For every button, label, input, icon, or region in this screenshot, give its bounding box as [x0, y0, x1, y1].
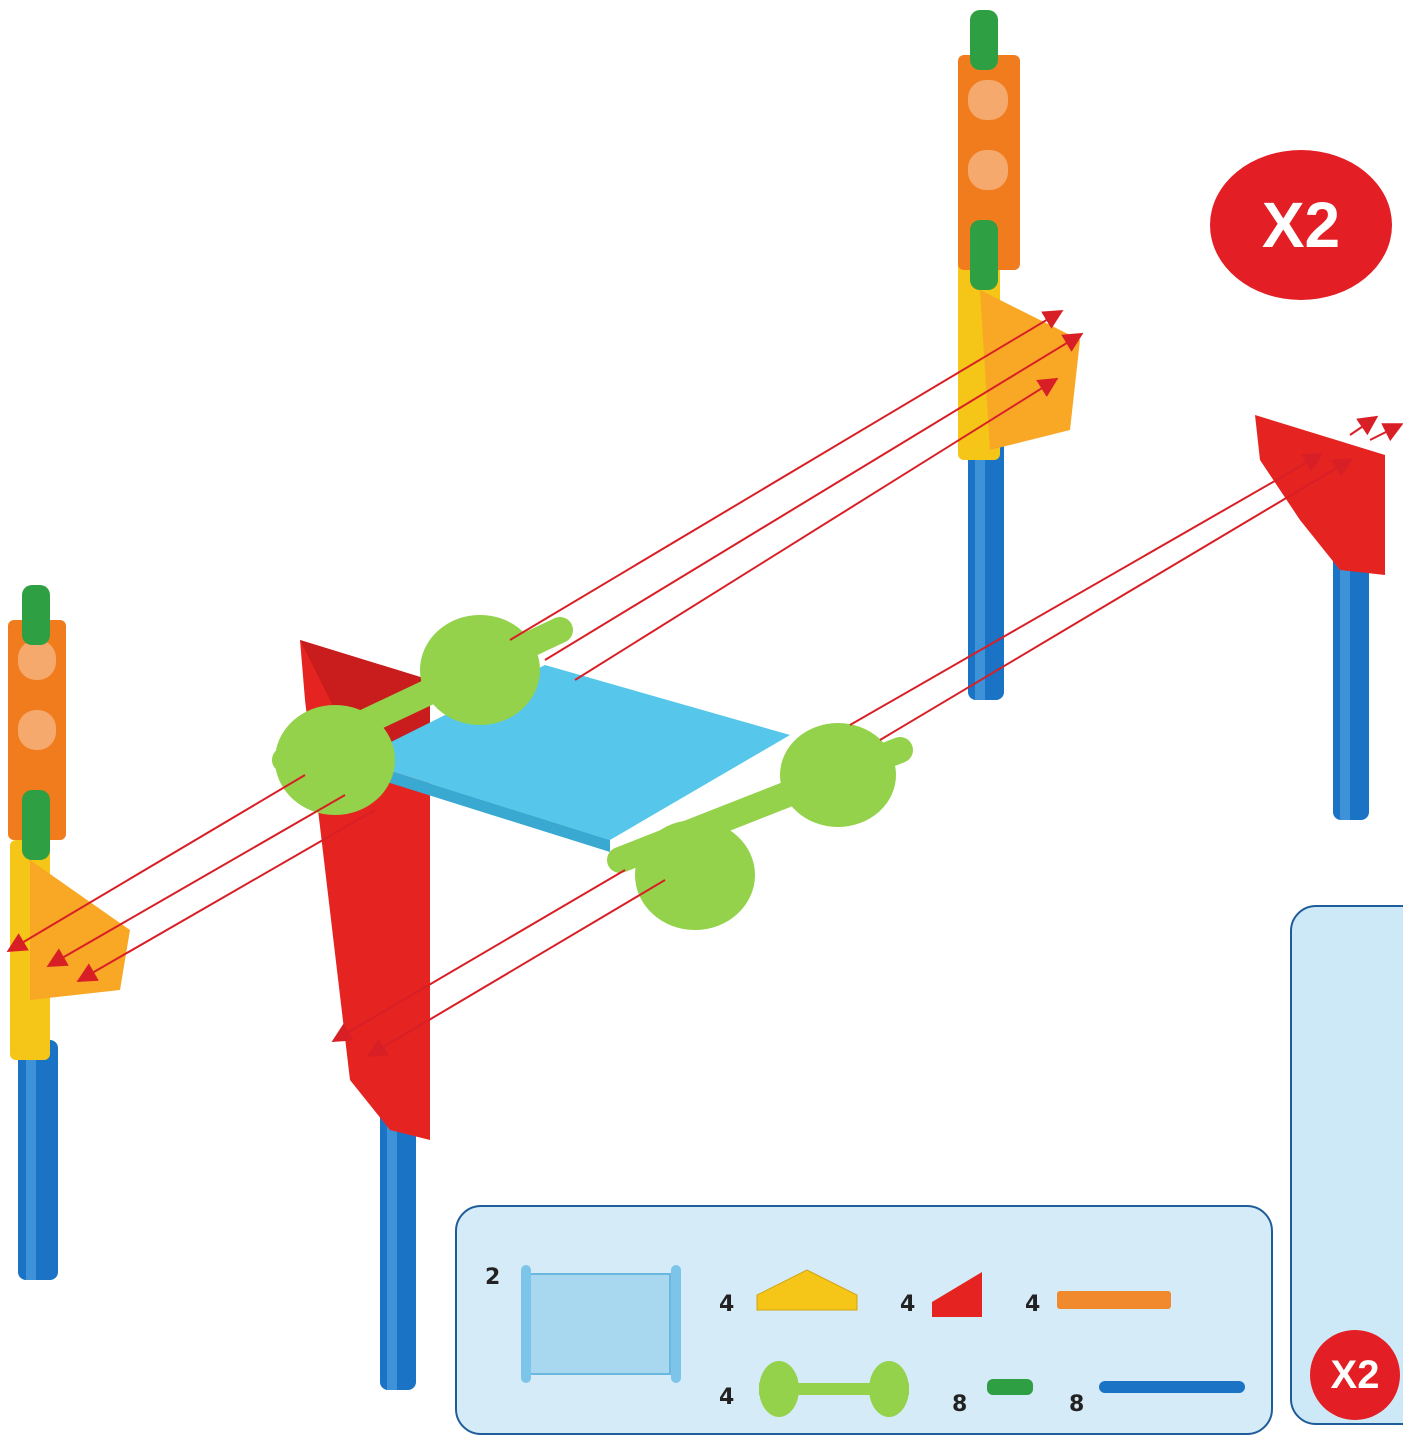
multiplier-badge: X2 [1210, 150, 1392, 300]
parts-qty-green-connector: 8 [952, 1392, 967, 1417]
parts-list-panel: 2 4 4 4 4 8 8 [455, 1205, 1273, 1435]
side-panel-multiplier-badge: X2 [1310, 1330, 1400, 1420]
green-connector-part-icon [985, 1375, 1035, 1399]
right-tower [958, 10, 1080, 700]
green-axle-part-icon [749, 1355, 919, 1425]
yellow-hub-part-icon [752, 1265, 862, 1315]
parts-qty-light-blue-panel: 2 [485, 1265, 500, 1290]
red-corner-leg-right [1255, 415, 1385, 820]
blue-rod-part-icon [1097, 1377, 1247, 1397]
assembly-illustration [0, 0, 1403, 1393]
parts-qty-orange-rod: 4 [1025, 1292, 1040, 1317]
parts-qty-red-corner-connector: 4 [900, 1292, 915, 1317]
orange-rod-part-icon [1055, 1287, 1173, 1313]
light-blue-panel-part-icon [515, 1259, 687, 1389]
parts-qty-green-axle: 4 [719, 1385, 734, 1410]
parts-qty-yellow-hub: 4 [719, 1292, 734, 1317]
assembly-arrows [10, 312, 1400, 1055]
parts-qty-blue-rod: 8 [1069, 1392, 1084, 1417]
left-tower [8, 585, 130, 1280]
red-corner-connector-part-icon [927, 1267, 987, 1322]
